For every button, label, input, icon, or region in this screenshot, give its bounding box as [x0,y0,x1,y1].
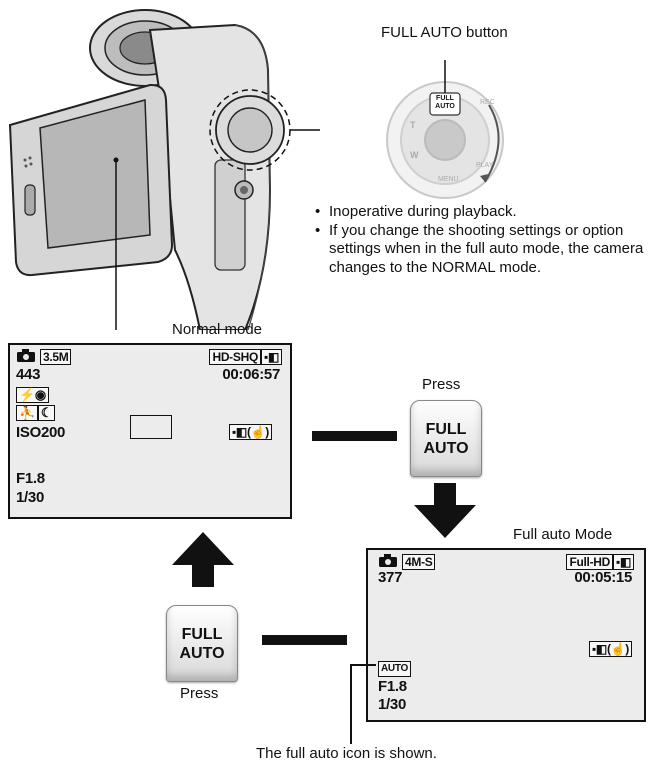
control-dial-illustration [386,60,504,199]
record-time: 00:06:57 [222,366,280,383]
connector-bar-top [312,431,397,441]
arrow-up-icon [172,532,234,587]
shutter-value: 1/30 [16,489,44,506]
dial-t-label: T [410,120,416,130]
full-auto-icon-caption: The full auto icon is shown. [256,745,437,762]
connector-bar-bottom [262,635,347,645]
record-time: 00:05:15 [574,569,632,586]
scene-icons: ⛹☾ [16,404,56,421]
camera-illustration [8,9,320,330]
normal-mode-screen: 3.5M 443 ⚡◉ ⛹☾ ISO200 HD-SHQ▪◧ 00:06:57 … [8,343,292,519]
video-camera-icon: ▪◧ [613,554,634,570]
arrow-down-icon [414,483,476,538]
auto-icon-leader-h [350,664,376,666]
full-auto-button-callout: FULL AUTO button [381,24,508,41]
press-label-bottom: Press [180,685,219,702]
image-size-badge: 3.5M [40,349,72,365]
full-auto-icon: AUTO [378,661,411,677]
video-camera-icon: ▪◧ [261,349,282,365]
flash-redeye-icon: ⚡◉ [16,386,49,403]
aperture-value: F1.8 [16,470,45,487]
stabilizer-icon: ▪◧(☝) [228,423,272,440]
press-label-top: Press [422,376,461,393]
auto-icon-leader-v [350,664,352,744]
camera-icon [16,349,36,367]
stabilizer-icon: ▪◧(☝) [588,640,632,657]
shots-remaining: 443 [16,366,41,383]
video-mode-badge: HD-SHQ [209,349,261,365]
full-auto-mode-screen: 4M-S 377 Full-HD▪◧ 00:05:15 ▪◧(☝) AUTO F… [366,548,646,722]
camera-icon [378,554,398,572]
shutter-value: 1/30 [378,696,406,713]
normal-mode-title: Normal mode [172,321,263,338]
full-auto-mode-title: Full auto Mode [513,526,613,543]
video-mode-badge: Full-HD [566,554,613,570]
iso-value: ISO200 [16,424,66,441]
dial-w-label: W [410,150,419,160]
dial-play-label: PLAY [476,162,494,169]
note-item: Inoperative during playback. [315,203,648,222]
focus-frame [130,415,172,439]
dial-rec-label: REC [480,99,495,106]
shots-remaining: 377 [378,569,403,586]
note-item: If you change the shooting settings or o… [315,222,648,278]
dial-menu-label: MENU [438,176,459,183]
image-size-badge: 4M-S [402,554,436,570]
aperture-value: F1.8 [378,678,407,695]
notes-list: Inoperative during playback. If you chan… [315,203,648,277]
